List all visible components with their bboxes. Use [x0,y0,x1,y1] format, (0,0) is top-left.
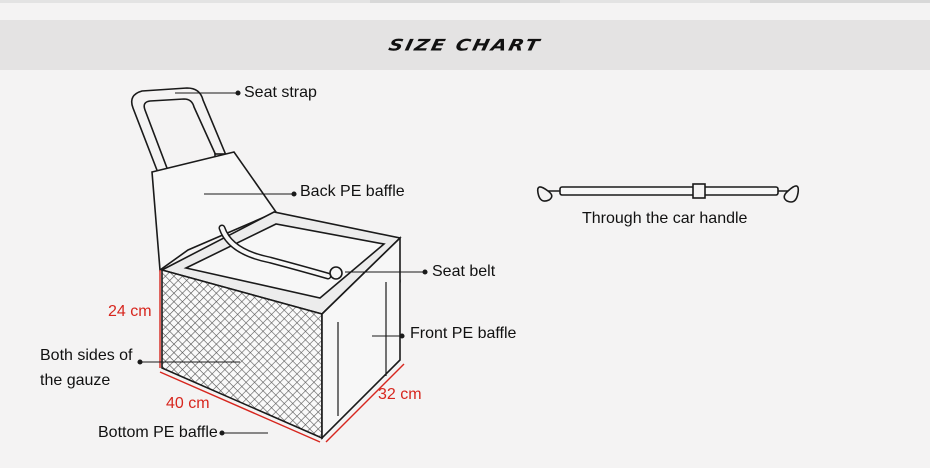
front-baffle-seam [337,282,387,416]
dimension-width: 40 cm [166,395,210,412]
front-baffle-shape [321,236,401,440]
size-chart-header: SIZE CHART [0,20,930,70]
label-both-sides-line1: Both sides of [40,347,133,364]
label-both-sides-line2: the gauze [40,372,111,389]
top-border [0,0,930,3]
label-back-pe-baffle: Back PE baffle [300,183,405,200]
top-border-segment [750,0,930,3]
back-baffle-shape [151,151,278,272]
dimension-depth: 32 cm [378,386,422,403]
leader-lines [137,90,428,436]
label-seat-belt: Seat belt [432,263,496,280]
label-bottom-pe-baffle: Bottom PE baffle [98,424,218,441]
label-front-pe-baffle: Front PE baffle [410,325,517,342]
label-through-car-handle: Through the car handle [582,210,748,227]
dimension-height: 24 cm [108,303,152,320]
top-border-segment [370,0,560,3]
dimension-lines [159,270,405,443]
label-seat-strap: Seat strap [244,84,317,101]
car-handle-strap [536,183,800,203]
